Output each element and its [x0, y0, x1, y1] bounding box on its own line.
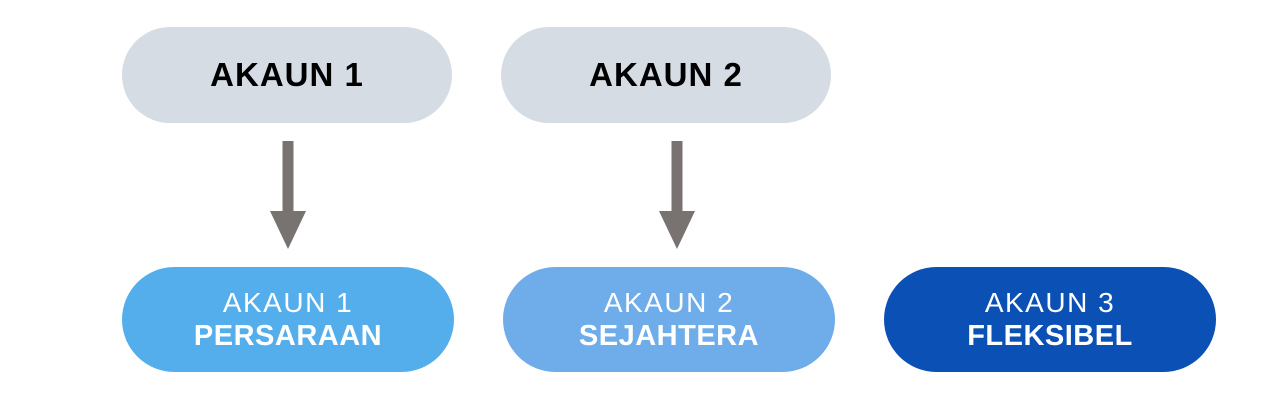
down-arrow-icon: [268, 141, 308, 251]
target-pill-akaun-2-sejahtera: AKAUN 2 SEJAHTERA: [503, 267, 835, 372]
target-pill-akaun-1-line1: AKAUN 1: [222, 287, 354, 318]
source-pill-akaun-1-label: AKAUN 1: [210, 56, 364, 93]
target-pill-akaun-3-line2: FLEKSIBEL: [967, 320, 1133, 352]
target-pill-akaun-3-line1: AKAUN 3: [984, 287, 1116, 318]
source-pill-akaun-2-label: AKAUN 2: [589, 56, 743, 93]
down-arrow-icon: [657, 141, 697, 251]
target-pill-akaun-1-line2: PERSARAAN: [193, 320, 383, 352]
target-pill-akaun-3-fleksibel: AKAUN 3 FLEKSIBEL: [884, 267, 1216, 372]
target-pill-akaun-2-line2: SEJAHTERA: [578, 320, 760, 352]
source-pill-akaun-1: AKAUN 1: [122, 27, 452, 123]
source-pill-akaun-2: AKAUN 2: [501, 27, 831, 123]
target-pill-akaun-1-persaraan: AKAUN 1 PERSARAAN: [122, 267, 454, 372]
target-pill-akaun-2-line1: AKAUN 2: [603, 287, 735, 318]
